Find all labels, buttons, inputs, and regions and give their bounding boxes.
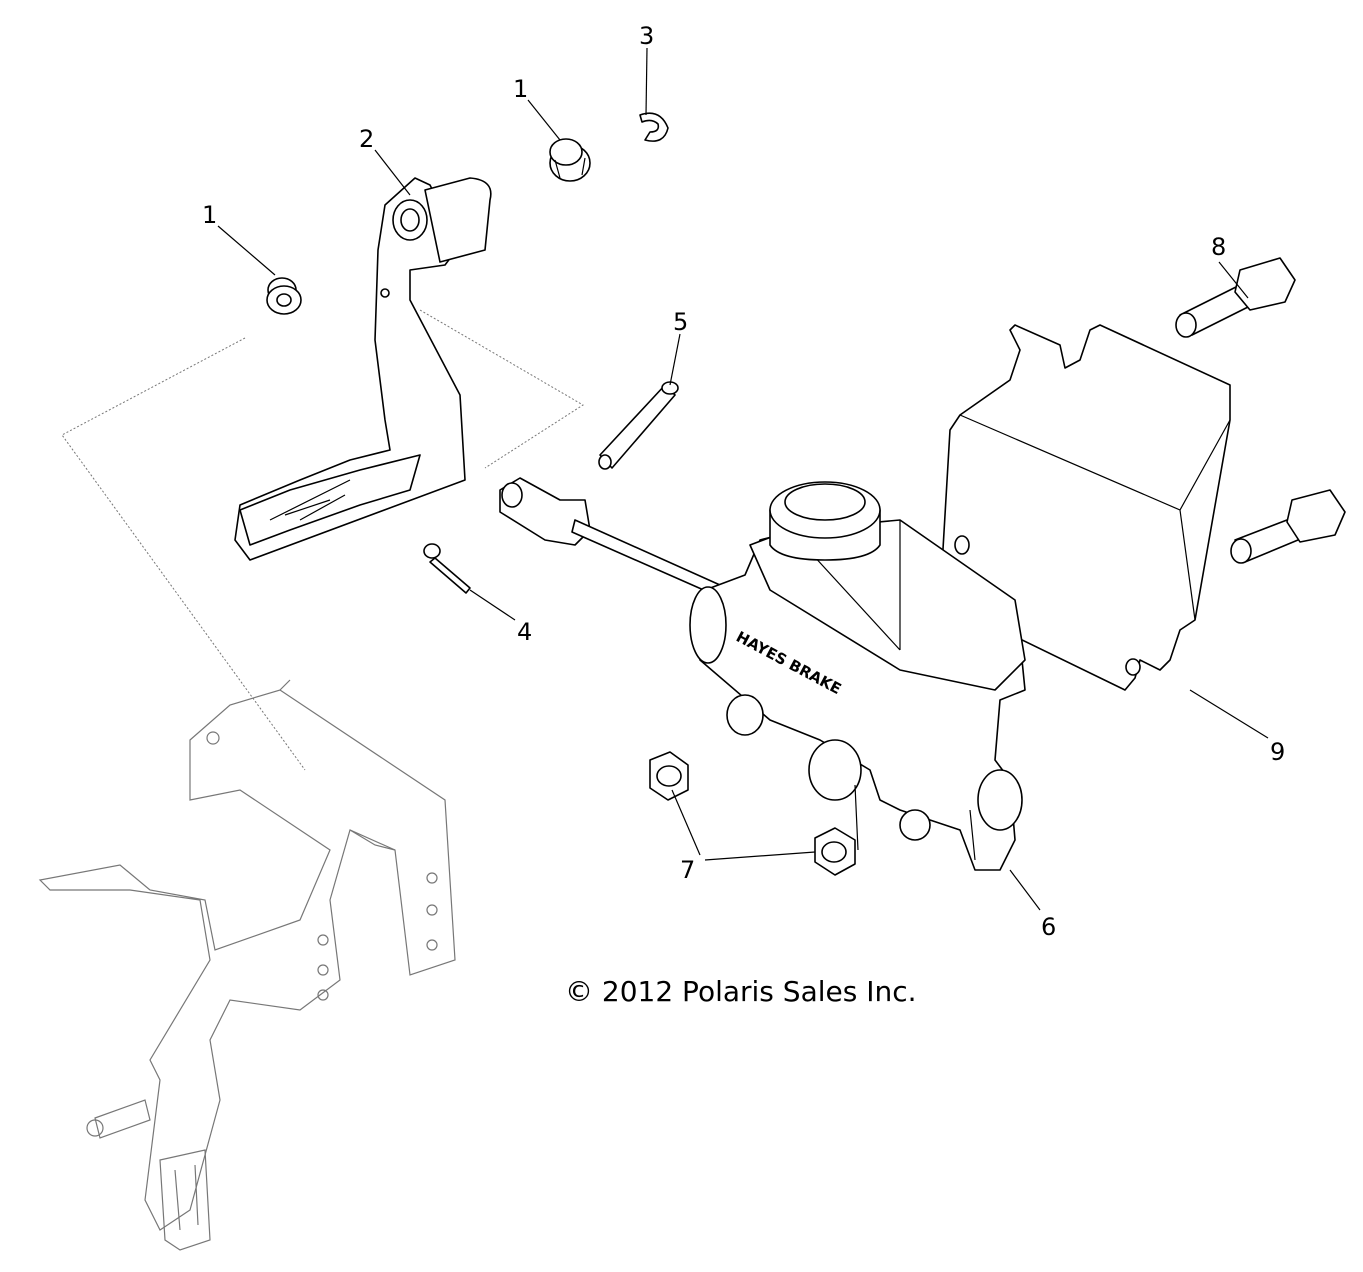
- lock-nut-upper: [649, 751, 689, 801]
- callout-6: 6: [1041, 913, 1056, 941]
- lock-nut-lower: [814, 827, 856, 876]
- callout-8: 8: [1211, 233, 1226, 261]
- callout-2: 2: [359, 125, 374, 153]
- callout-1-left: 1: [202, 201, 217, 229]
- callout-3: 3: [639, 22, 654, 50]
- leader-lines: [217, 47, 1269, 911]
- cotter-pin: [423, 543, 471, 594]
- clevis-pin: [598, 381, 679, 470]
- bolt-lower: [1230, 489, 1346, 564]
- callout-4: 4: [517, 618, 532, 646]
- bushing-top: [549, 138, 591, 182]
- callout-5: 5: [673, 308, 688, 336]
- bushing-left: [266, 277, 302, 315]
- e-clip: [639, 112, 669, 142]
- assembly-guide-lines: [61, 309, 584, 771]
- callout-9: 9: [1270, 738, 1285, 766]
- callout-7: 7: [680, 856, 695, 884]
- pedal-mount-bracket: [38, 679, 456, 1251]
- callout-1-top: 1: [513, 75, 528, 103]
- brake-pedal: [234, 177, 492, 561]
- master-cylinder: HAYES BRAKE: [499, 477, 1026, 871]
- copyright-notice: © 2012 Polaris Sales Inc.: [565, 975, 917, 1008]
- bolt-upper: [1175, 257, 1296, 338]
